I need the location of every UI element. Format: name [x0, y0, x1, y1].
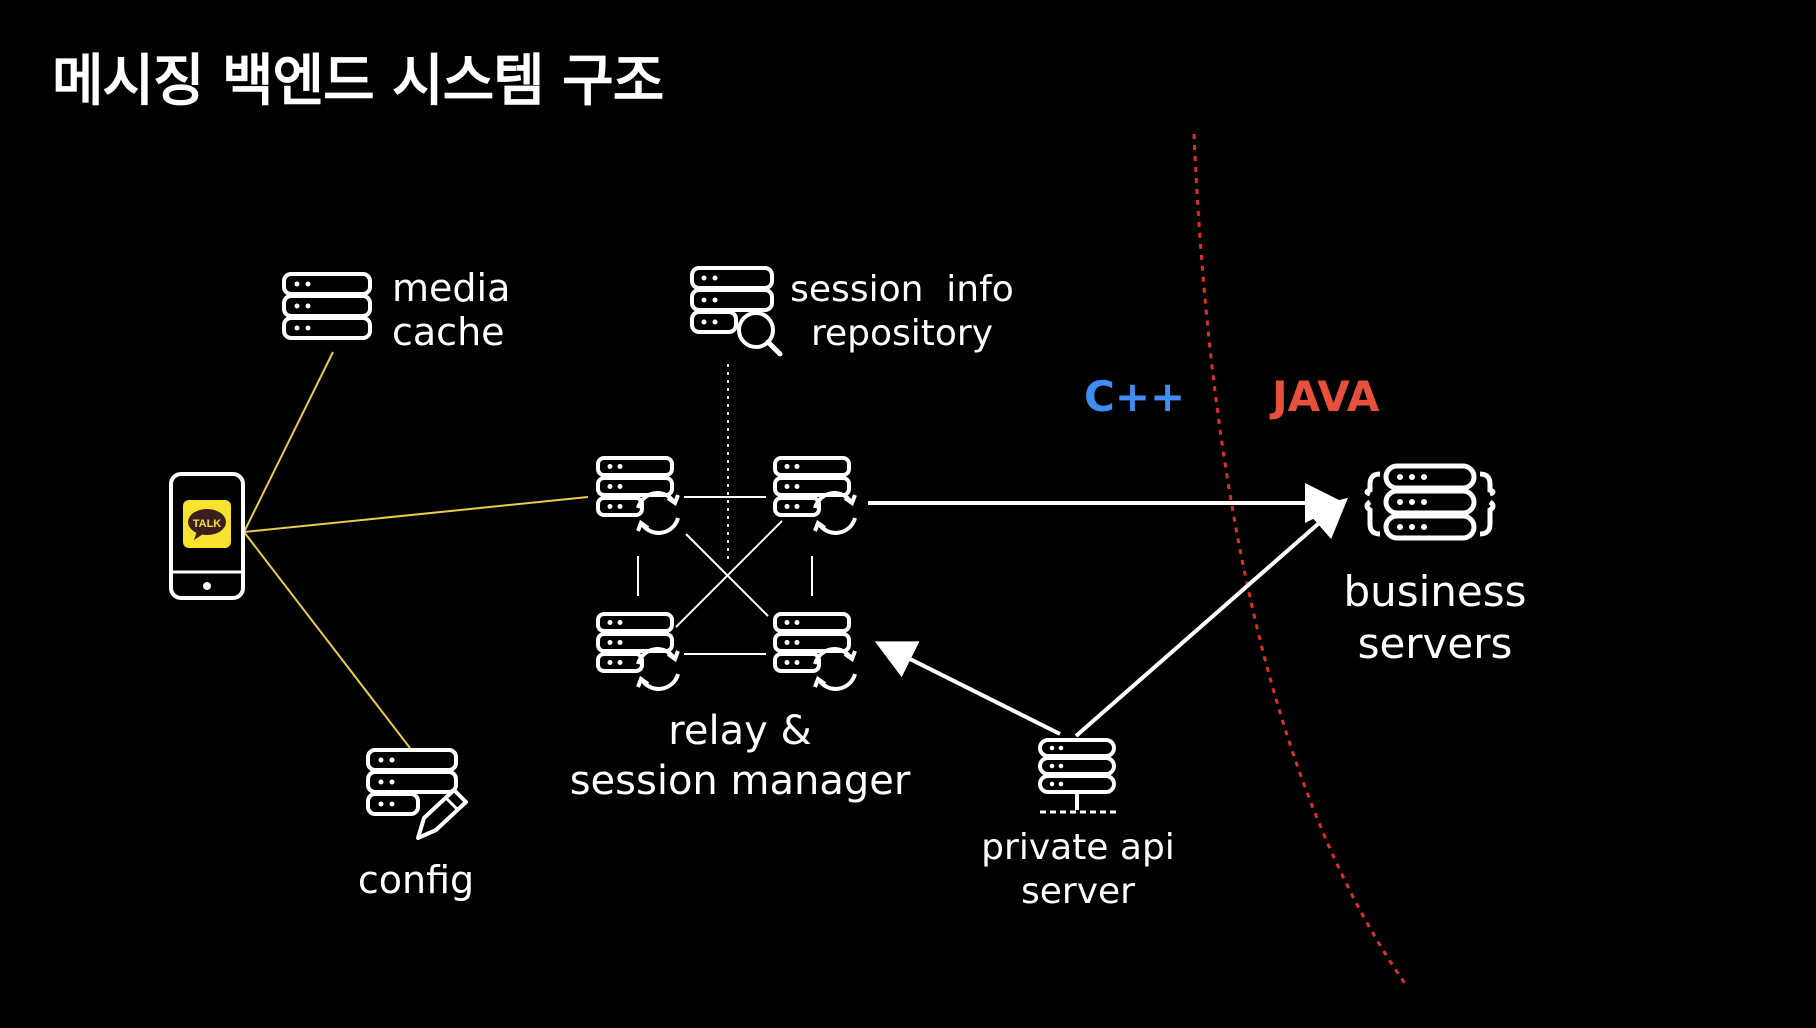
private-api-to-business-arrow [1074, 497, 1349, 738]
private-api-to-relay-arrow [874, 641, 1061, 736]
relay-node-4-icon [773, 612, 857, 691]
private-api-server-label: private api server [981, 827, 1175, 912]
relay-session-manager-label: relay & session manager [569, 708, 911, 804]
business-servers-icon [1364, 463, 1496, 541]
config-icon [366, 748, 468, 840]
java-label: JAVA [1272, 372, 1380, 421]
relay-node-2-icon [773, 456, 857, 535]
relay-node-1-icon [596, 456, 680, 535]
business-servers-label: business servers [1343, 567, 1527, 668]
private-api-server-icon [1038, 738, 1116, 814]
cpp-label: C++ [1084, 372, 1186, 421]
relay-mesh-links [637, 496, 813, 655]
config-label: config [357, 858, 475, 902]
client-links [243, 351, 589, 749]
language-boundary-line [1192, 133, 1408, 986]
phone-badge-text: TALK [193, 518, 222, 530]
session-info-repository-icon [690, 266, 783, 357]
media-cache-label: media cache [392, 266, 511, 354]
relay-node-3-icon [596, 612, 680, 691]
phone-icon: TALK [169, 472, 245, 600]
media-cache-icon [282, 272, 372, 340]
session-info-repository-label: session info repository [790, 269, 1014, 354]
page-title: 메시징 백엔드 시스템 구조 [52, 49, 664, 114]
